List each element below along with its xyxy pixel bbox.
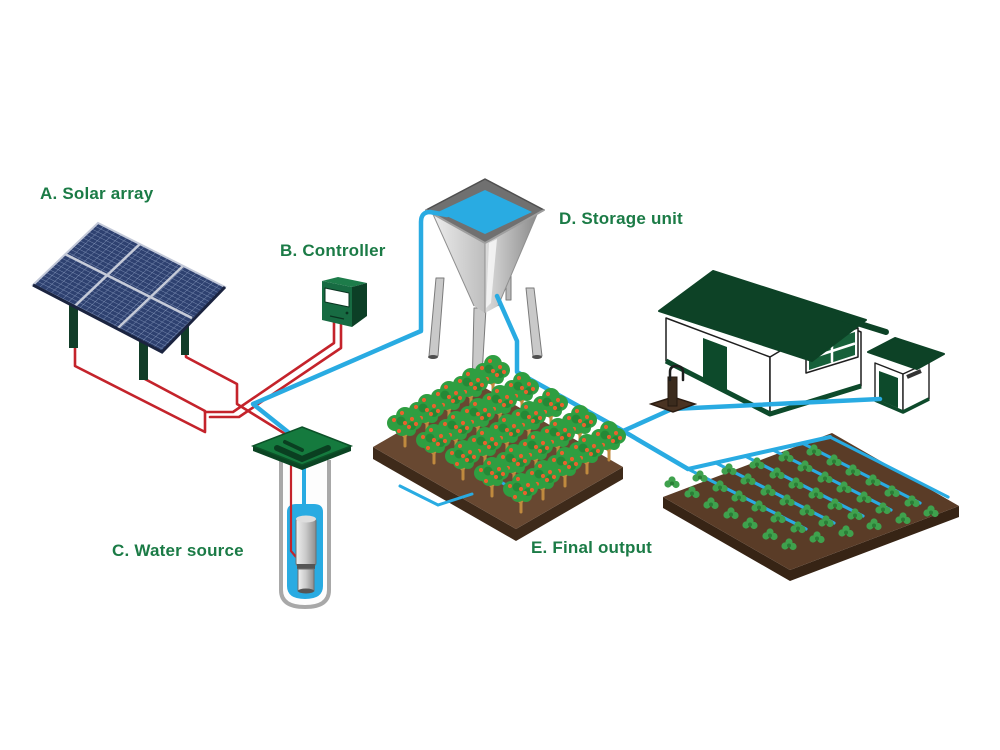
field-soil-side <box>663 497 959 581</box>
submersible-pump <box>295 515 317 594</box>
tank-body-outline <box>431 211 539 313</box>
tank-rim-highlight <box>425 209 545 244</box>
outbuilding <box>867 337 945 414</box>
controller-side <box>352 283 367 327</box>
tap-post <box>667 376 678 407</box>
solar-array <box>31 221 227 380</box>
pipe-tap-to-outbuilding <box>669 396 883 412</box>
tank-right-face <box>485 212 538 313</box>
label-water-source: C. Water source <box>112 541 244 560</box>
tank-left-face <box>432 212 485 313</box>
house-skirt <box>664 358 862 417</box>
outbuilding-roof <box>867 337 945 370</box>
tank-water-surface <box>438 190 532 234</box>
wire-to-controller-2 <box>208 319 343 419</box>
controller-top <box>322 277 367 287</box>
label-solar-array: A. Solar array <box>40 184 154 203</box>
controller <box>322 277 367 327</box>
outbuilding-door <box>879 371 898 408</box>
tap-spout <box>668 364 685 382</box>
outbuilding-skirt <box>874 397 930 414</box>
pipe-well-to-tank <box>250 209 450 447</box>
orchard-soil-side <box>373 447 623 541</box>
borehole-collar-inner <box>283 440 304 452</box>
pipe-tank-to-field <box>494 293 691 472</box>
field-soil-top <box>663 433 959 570</box>
tank-highlight <box>486 239 497 308</box>
tap-stand <box>648 364 698 413</box>
house-roof <box>658 270 867 362</box>
borehole-drop-wire <box>289 450 297 558</box>
wire-leg-a <box>73 334 207 434</box>
panel-edge-shadow <box>32 283 227 354</box>
house-roof-overhang <box>835 314 889 335</box>
crop <box>664 476 680 489</box>
panel-legs <box>69 302 189 380</box>
irrigated-field <box>663 433 959 581</box>
house-door <box>703 338 727 390</box>
house <box>658 270 889 417</box>
wiring-red <box>73 319 343 442</box>
label-storage-unit: D. Storage unit <box>559 209 683 228</box>
wire-leg-b <box>141 344 207 413</box>
water-pipes-main <box>250 209 691 472</box>
label-final-output: E. Final output <box>531 538 653 557</box>
outbuilding-vent <box>906 369 922 379</box>
borehole-collar <box>274 445 331 463</box>
controller-indicator <box>345 311 349 315</box>
controller-vent <box>329 315 345 320</box>
water-source <box>250 426 354 610</box>
controller-screen <box>324 287 350 308</box>
panel-module-dividers <box>64 243 193 329</box>
label-controller: B. Controller <box>280 241 386 260</box>
wire-to-controller-1 <box>203 319 336 414</box>
field-manifold <box>686 435 832 471</box>
borehole-platform-top <box>250 426 354 466</box>
